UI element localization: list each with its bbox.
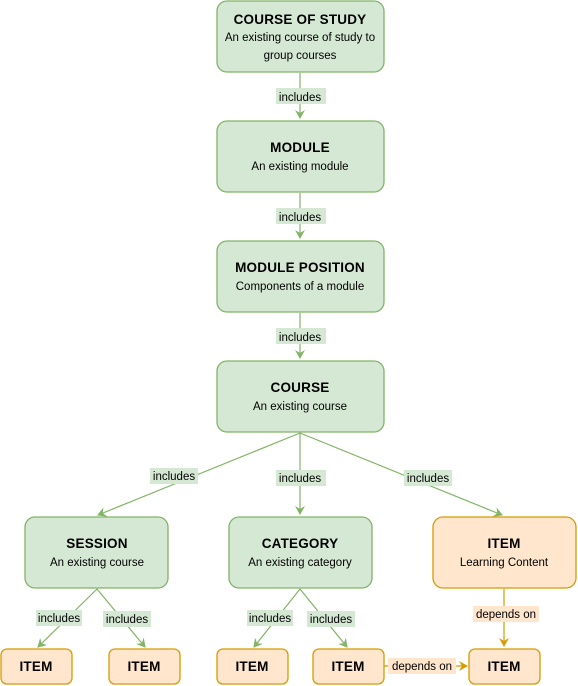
edge-label-depends-on: depends on [392,661,452,673]
edge-label-includes: includes [279,92,321,104]
node-subtitle: An existing course [50,557,144,569]
edge-label-includes: includes [106,614,148,626]
node-item-session-1[interactable]: ITEM [0,648,73,685]
node-subtitle: An existing category [248,557,352,569]
edge-course-to-category: includes [276,433,326,515]
edge-category-to-item-2: includes [299,588,355,648]
edge-label-includes: includes [249,613,291,625]
node-title: ITEM [331,659,364,674]
edge-label-includes: includes [310,614,352,626]
node-subtitle: Components of a module [236,281,365,293]
node-course-of-study[interactable]: COURSE OF STUDY An existing course of st… [216,0,385,73]
node-subtitle: Learning Content [460,557,549,569]
node-title: SESSION [66,536,127,551]
edge-label-depends-on: depends on [476,609,536,621]
node-title: COURSE [271,380,330,395]
edge-session-to-item-1: includes [36,588,98,648]
node-title: ITEM [127,659,160,674]
edge-label-includes: includes [38,613,80,625]
node-title: ITEM [487,659,520,674]
node-title: MODULE [270,140,330,155]
node-title: COURSE OF STUDY [234,12,367,27]
edge-course-to-item-learning: includes [299,432,503,517]
node-title: ITEM [235,659,268,674]
node-title: MODULE POSITION [235,260,365,275]
node-title: ITEM [19,659,52,674]
node-module[interactable]: MODULE An existing module [216,120,385,193]
node-subtitle: An existing module [251,161,348,173]
edge-category-to-item-1: includes [247,588,301,648]
edge-label-includes: includes [153,471,195,483]
node-title: CATEGORY [262,536,339,551]
node-session[interactable]: SESSION An existing course [24,516,169,589]
node-subtitle: group courses [264,50,337,62]
edge-session-to-item-2: includes [96,588,151,648]
edge-course-of-study-to-module: includes [276,73,326,119]
node-module-position[interactable]: MODULE POSITION Components of a module [216,240,385,313]
edge-item-learning-depends-on: depends on [473,589,539,647]
node-title: ITEM [487,536,520,551]
edge-label-includes: includes [279,473,321,485]
node-item-session-2[interactable]: ITEM [108,648,181,685]
edge-label-includes: includes [279,212,321,224]
node-item-category-1[interactable]: ITEM [216,648,289,685]
node-item-category-2[interactable]: ITEM [312,648,385,685]
node-course[interactable]: COURSE An existing course [216,360,385,433]
edge-item-depends-on-item: depends on [384,658,468,674]
edge-course-to-session: includes [97,432,301,517]
edge-module-position-to-course: includes [276,313,326,359]
edge-label-includes: includes [279,332,321,344]
node-item-learning-content[interactable]: ITEM Learning Content [432,516,577,589]
edge-label-includes: includes [407,473,449,485]
node-category[interactable]: CATEGORY An existing category [228,516,373,589]
edge-module-to-module-position: includes [276,193,326,239]
node-subtitle: An existing course of study to [225,32,375,44]
node-item-dependent[interactable]: ITEM [468,648,541,685]
node-subtitle: An existing course [253,401,347,413]
